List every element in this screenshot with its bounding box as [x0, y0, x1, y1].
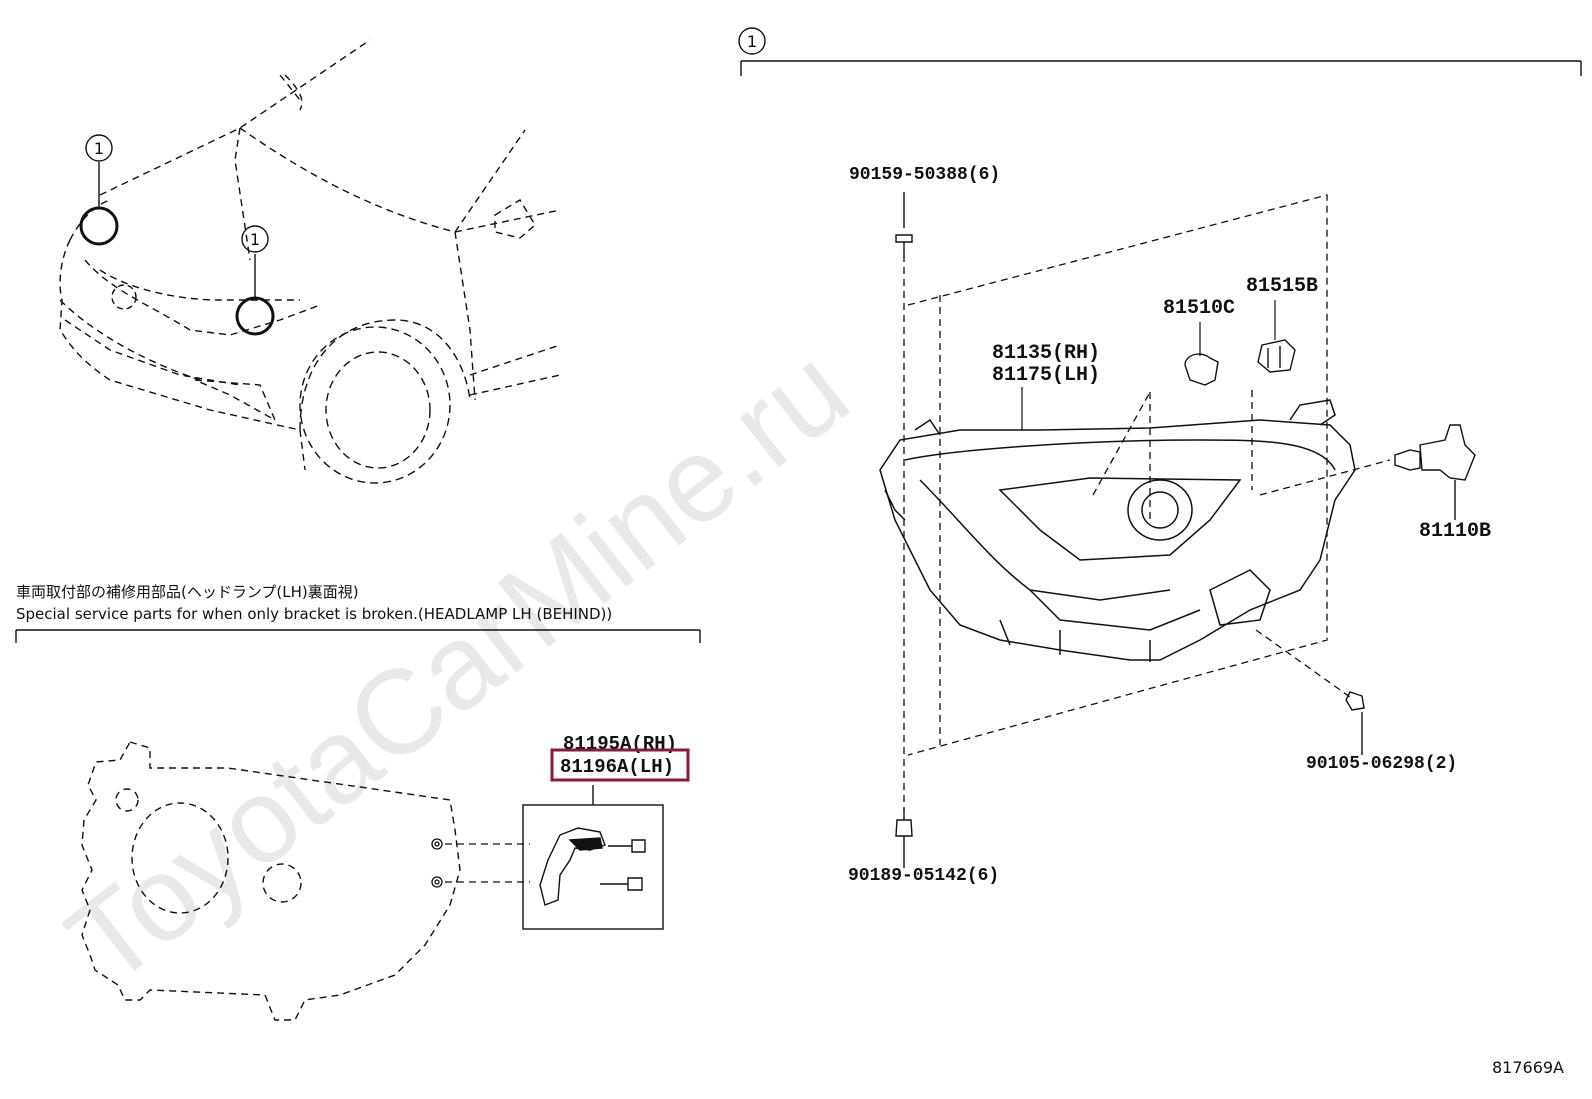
callout-number-center: 1	[250, 230, 260, 249]
bracket-mount-holes	[431, 838, 530, 888]
part-label-90189-05142[interactable]: 90189-05142(6)	[848, 866, 999, 886]
part-label-81110b[interactable]: 81110B	[1419, 520, 1491, 543]
watermark-text: ToyotaCarMine.ru	[44, 322, 873, 1011]
callout-number-left: 1	[94, 139, 104, 158]
note-title-jp: 車両取付部の補修用部品(ヘッドランプ(LH)裏面視)	[16, 583, 359, 601]
bracket-detail-box	[522, 785, 664, 930]
headlamp-assembly	[879, 399, 1356, 662]
note-bracket-line	[15, 629, 701, 643]
part-label-81195a-rh[interactable]: 81195A(RH)	[563, 733, 677, 755]
part-label-90105-06298[interactable]: 90105-06298(2)	[1306, 754, 1457, 774]
part-label-81196a-lh[interactable]: 81196A(LH)	[560, 756, 674, 778]
headlamp-rear-outline	[81, 741, 461, 1021]
note-title-en: Special service parts for when only brac…	[16, 605, 612, 623]
part-label-81515b[interactable]: 81515B	[1246, 275, 1318, 298]
socket-81515b	[1257, 339, 1296, 373]
assembly-bracket-line	[740, 60, 1582, 76]
part-label-81135-rh[interactable]: 81135(RH)	[992, 342, 1100, 365]
part-label-81175-lh[interactable]: 81175(LH)	[992, 364, 1100, 387]
bolt-top-icon	[895, 192, 913, 258]
bolt-bottom-icon	[895, 808, 913, 868]
label-leaders	[1021, 300, 1276, 430]
bulb-81510c	[1184, 353, 1219, 386]
callout-circle-top	[738, 27, 766, 55]
highlight-box-81196a	[550, 748, 690, 782]
bulb-81110b	[1394, 424, 1476, 520]
part-label-90159-50388[interactable]: 90159-50388(6)	[849, 165, 1000, 185]
car-front-illustration	[59, 39, 561, 484]
part-label-81510c[interactable]: 81510C	[1163, 297, 1235, 320]
exploded-view-outline	[903, 194, 1391, 810]
callout-number-top: 1	[747, 32, 757, 51]
screw-right-icon	[1345, 691, 1365, 755]
diagram-id: 817669A	[1492, 1058, 1564, 1077]
